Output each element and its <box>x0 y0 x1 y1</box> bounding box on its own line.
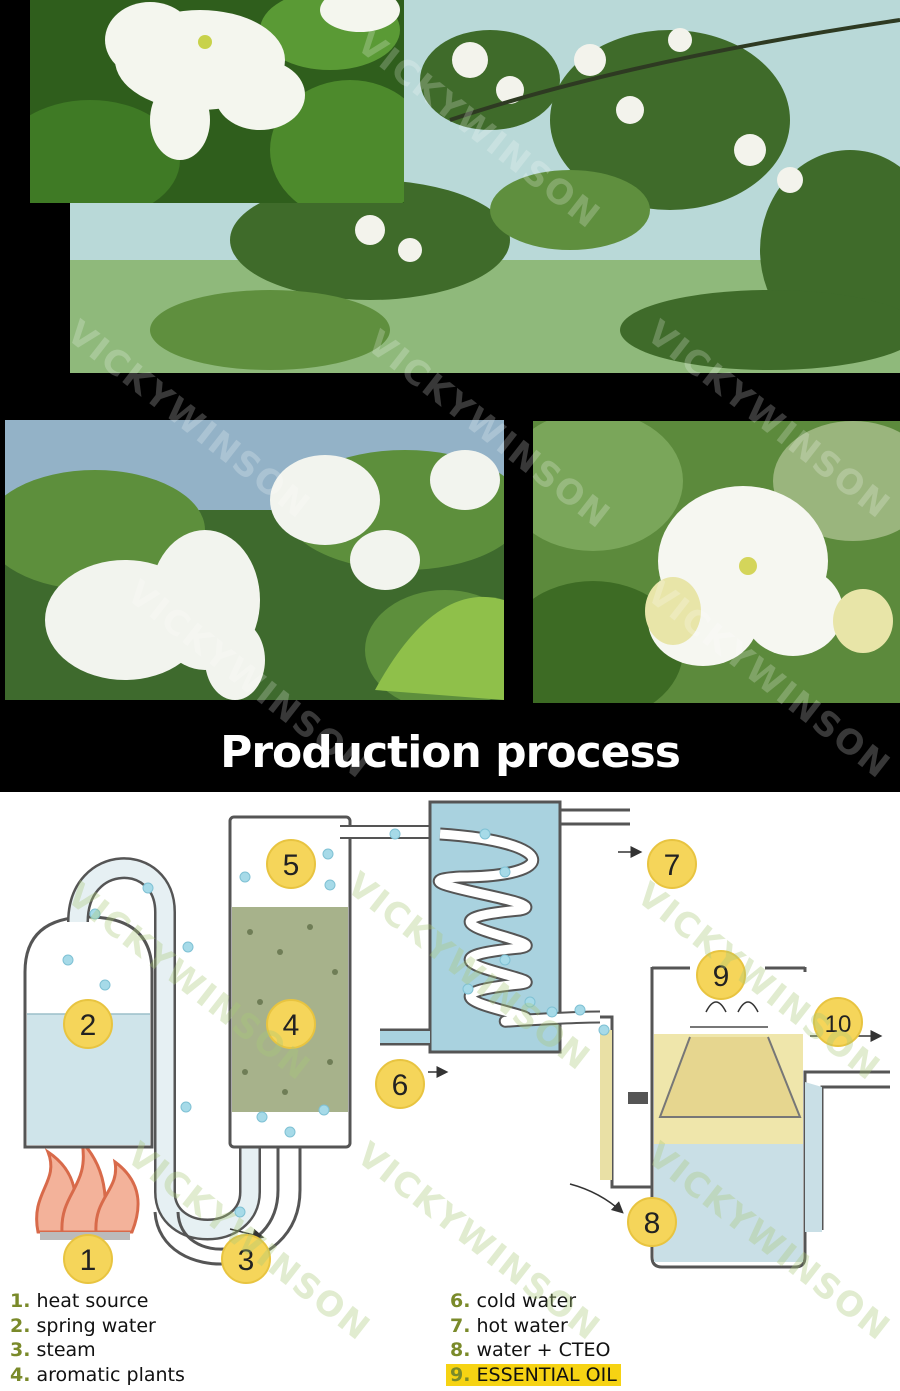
legend-item: 2. spring water <box>10 1314 156 1337</box>
legend-item: 1. heat source <box>10 1290 149 1312</box>
step-badge-10: 10 <box>813 997 863 1047</box>
section-heading: Production process <box>220 727 681 778</box>
step-badge-2: 2 <box>63 999 113 1049</box>
svg-text:3: 3 <box>238 1244 255 1277</box>
step-badge-6: 6 <box>375 1059 425 1109</box>
legend-item: 6. cold water <box>450 1290 577 1312</box>
photo-jasmine-bloom <box>533 421 900 703</box>
svg-text:1: 1 <box>80 1244 97 1277</box>
step-badge-4: 4 <box>266 999 316 1049</box>
svg-text:7: 7 <box>664 849 681 882</box>
step-badge-3: 3 <box>221 1234 271 1284</box>
legend-left: 1. heat source 2. spring water 3. steam … <box>10 1289 185 1387</box>
legend-item: 3. steam <box>10 1339 96 1361</box>
photo-white-bougainvillea <box>5 420 504 700</box>
step-badge-5: 5 <box>266 839 316 889</box>
legend-right: 6. cold water 7. hot water 8. water + CT… <box>446 1289 621 1388</box>
step-badge-1: 1 <box>63 1234 113 1284</box>
legend-item: 4. aromatic plants <box>10 1363 185 1386</box>
legend-item-highlighted: 9. ESSENTIAL OIL <box>446 1363 621 1388</box>
svg-text:6: 6 <box>392 1069 409 1102</box>
svg-text:2: 2 <box>80 1009 97 1042</box>
legend-item: 8. water + CTEO <box>450 1339 611 1361</box>
svg-text:4: 4 <box>283 1009 300 1042</box>
svg-text:5: 5 <box>283 849 300 882</box>
step-badge-9: 9 <box>696 950 746 1000</box>
svg-text:10: 10 <box>825 1011 852 1038</box>
distillation-diagram: 1 2 3 4 5 6 7 8 9 10 1. heat source 2. s… <box>0 792 900 1391</box>
svg-text:9: 9 <box>713 960 730 993</box>
step-badge-7: 7 <box>647 839 697 889</box>
step-badge-8: 8 <box>627 1197 677 1247</box>
photo-jasmine-closeup <box>30 0 404 203</box>
svg-text:8: 8 <box>644 1207 661 1240</box>
legend-item: 7. hot water <box>450 1314 568 1337</box>
flame-icon <box>35 1137 140 1234</box>
